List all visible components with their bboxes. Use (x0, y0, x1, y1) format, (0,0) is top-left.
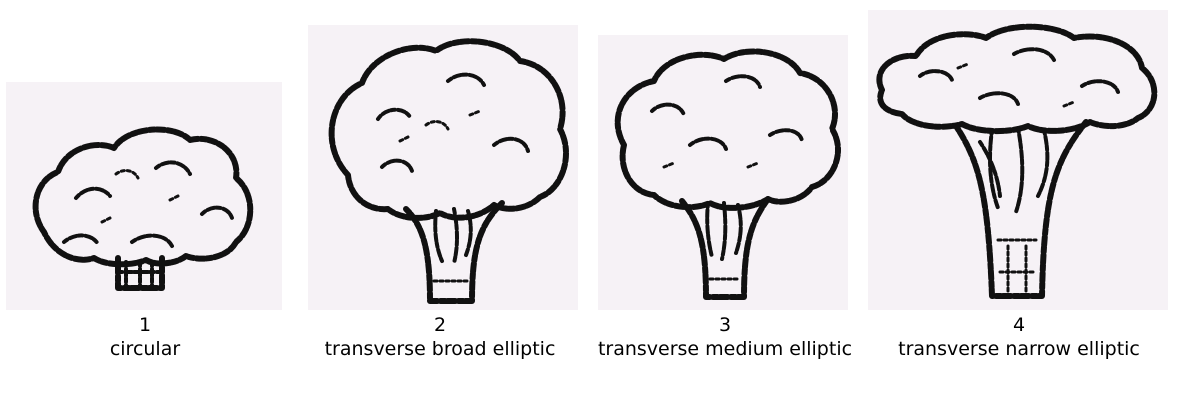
figure-circular: 1 circular (0, 0, 290, 394)
broccoli-drawing-circular (6, 82, 282, 310)
figure-label: transverse broad elliptic (290, 337, 590, 361)
figure-label: transverse medium elliptic (590, 337, 860, 361)
caption-circular: 1 circular (0, 313, 290, 361)
caption-transverse-broad-elliptic: 2 transverse broad elliptic (290, 313, 590, 361)
broccoli-drawing-transverse-narrow-elliptic (868, 10, 1168, 310)
figure-number: 1 (0, 313, 290, 337)
figure-label: circular (0, 337, 290, 361)
broccoli-circular-icon (6, 82, 282, 310)
broccoli-transverse-narrow-elliptic-icon (868, 10, 1168, 310)
broccoli-drawing-transverse-broad-elliptic (308, 25, 578, 310)
figure-number: 4 (860, 313, 1178, 337)
figure-transverse-broad-elliptic: 2 transverse broad elliptic (290, 0, 590, 394)
broccoli-transverse-medium-elliptic-icon (598, 35, 848, 310)
figure-label: transverse narrow elliptic (860, 337, 1178, 361)
caption-transverse-narrow-elliptic: 4 transverse narrow elliptic (860, 313, 1178, 361)
figure-number: 2 (290, 313, 590, 337)
caption-transverse-medium-elliptic: 3 transverse medium elliptic (590, 313, 860, 361)
figure-transverse-medium-elliptic: 3 transverse medium elliptic (590, 0, 860, 394)
figure-transverse-narrow-elliptic: 4 transverse narrow elliptic (860, 0, 1178, 394)
figure-number: 3 (590, 313, 860, 337)
broccoli-transverse-broad-elliptic-icon (308, 25, 578, 310)
broccoli-drawing-transverse-medium-elliptic (598, 35, 848, 310)
